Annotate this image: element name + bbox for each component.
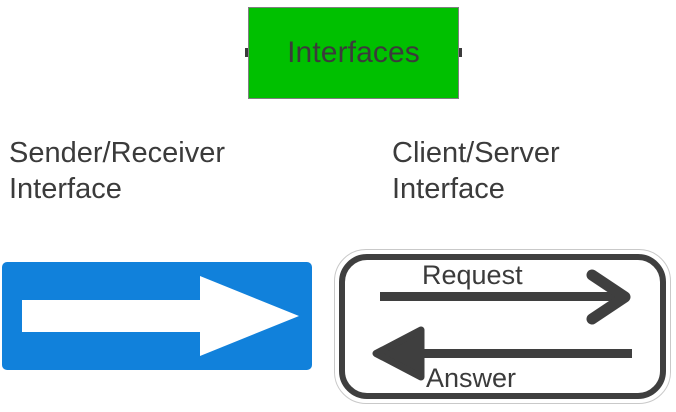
client-server-shape[interactable]: Request Answer xyxy=(334,249,671,404)
interfaces-node-label: Interfaces xyxy=(287,36,420,69)
request-arrow-icon xyxy=(380,269,631,325)
connection-point-left-icon xyxy=(245,48,249,57)
sender-receiver-shape[interactable] xyxy=(2,262,312,370)
sender-receiver-caption: Sender/Receiver Interface xyxy=(9,137,225,205)
client-server-caption: Client/Server Interface xyxy=(392,137,560,205)
interfaces-node[interactable]: Interfaces xyxy=(248,7,459,99)
request-answer-arrows xyxy=(372,269,632,381)
white-right-arrow-icon xyxy=(22,276,299,356)
client-server-inner-border xyxy=(339,254,666,399)
answer-arrow-icon xyxy=(372,326,632,381)
request-flow-label: Request xyxy=(422,260,523,290)
answer-flow-label: Answer xyxy=(426,363,517,393)
connection-point-right-icon xyxy=(458,48,462,57)
